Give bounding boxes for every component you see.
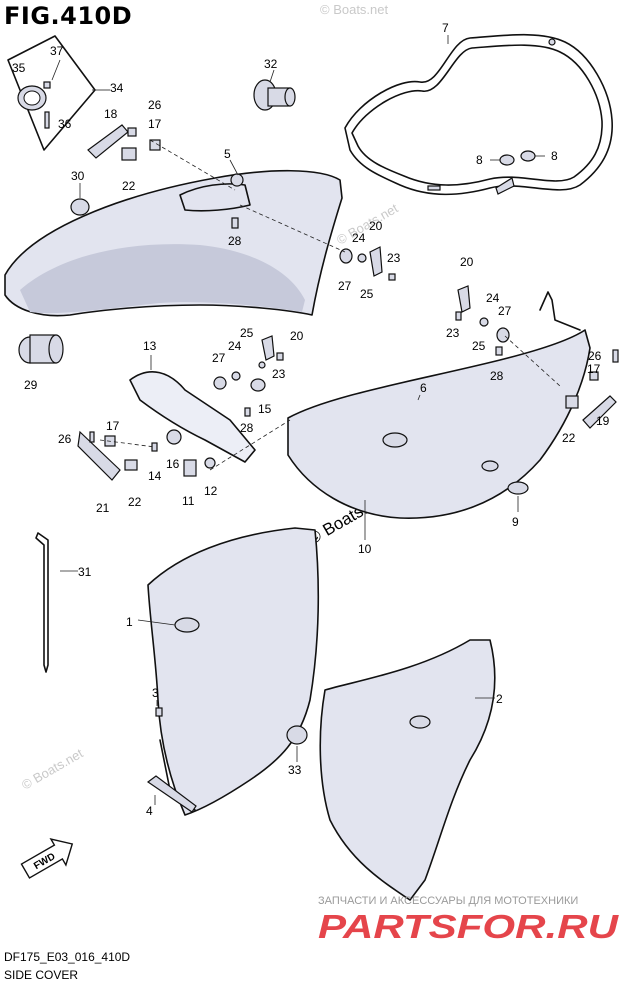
part-number-15: 15	[258, 402, 272, 416]
part-number-19: 19	[596, 414, 610, 428]
part-number-32: 32	[264, 57, 278, 71]
hardware-small-parts	[89, 127, 619, 813]
part-number-8a: 8	[476, 153, 483, 167]
part-number-22a: 22	[122, 179, 136, 193]
part-1-lower-cover-left	[147, 527, 320, 816]
part-number-29: 29	[24, 378, 38, 392]
part-30-plug	[70, 198, 90, 216]
part-number-27c: 27	[212, 351, 226, 365]
part-21-latch	[77, 430, 121, 481]
banner-subtitle: ЗАПЧАСТИ И АКСЕССУАРЫ ДЛЯ МОТОТЕХНИКИ	[318, 895, 578, 907]
forward-arrow-icon: FWD	[20, 837, 74, 879]
part-number-9: 9	[512, 515, 519, 529]
part-number-26b: 26	[58, 432, 72, 446]
part-number-26c: 26	[588, 349, 602, 363]
part-number-23b: 23	[446, 326, 460, 340]
part-36-bolt	[44, 111, 50, 129]
part-8-clip-a	[499, 154, 515, 166]
part-number-labels: 37 35 34 36 32 7 18 26 17 22 30 5 8 8 28…	[12, 21, 610, 818]
part-number-30: 30	[71, 169, 85, 183]
part-5-upper-side-cover	[4, 169, 343, 317]
part-number-25c: 25	[240, 326, 254, 340]
part-number-37: 37	[50, 44, 64, 58]
part-number-14: 14	[148, 469, 162, 483]
leader-lines	[51, 35, 561, 805]
part-number-31: 31	[78, 565, 92, 579]
part-number-17a: 17	[148, 117, 162, 131]
part-number-23c: 23	[272, 367, 286, 381]
part-number-27b: 27	[498, 304, 512, 318]
part-number-27a: 27	[338, 279, 352, 293]
watermark-boats-bottom-left: © Boats.net	[19, 745, 86, 792]
part-number-8b: 8	[551, 149, 558, 163]
part-number-28b: 28	[490, 369, 504, 383]
part-9-plug	[507, 481, 529, 495]
watermark-boats-top: © Boats.net	[320, 2, 389, 17]
part-number-28a: 28	[228, 234, 242, 248]
part-number-17b: 17	[106, 419, 120, 433]
banner-brand: PARTSFOR.RU	[318, 908, 619, 945]
part-number-24b: 24	[486, 291, 500, 305]
part-number-24c: 24	[228, 339, 242, 353]
part-33-grommet	[286, 725, 308, 745]
part-2-lower-cover-right	[319, 639, 496, 901]
part-number-11: 11	[182, 494, 195, 508]
part-number-35: 35	[12, 61, 26, 75]
part-7-seal-ring	[344, 33, 613, 196]
part-number-12: 12	[204, 484, 218, 498]
figure-title: FIG.410D	[4, 2, 133, 30]
part-number-23a: 23	[387, 251, 401, 265]
part-6-lower-side-cover	[287, 291, 591, 519]
part-number-1: 1	[126, 615, 133, 629]
partsfor-banner: ЗАПЧАСТИ И АКСЕССУАРЫ ДЛЯ МОТОТЕХНИКИ PA…	[318, 895, 619, 945]
part-number-25a: 25	[360, 287, 374, 301]
part-37-screw	[43, 81, 51, 89]
part-number-10: 10	[358, 542, 372, 556]
part-number-34: 34	[110, 81, 124, 95]
part-29-grommet	[18, 334, 64, 364]
part-number-20b: 20	[460, 255, 474, 269]
part-number-20c: 20	[290, 329, 304, 343]
part-number-3: 3	[152, 686, 159, 700]
part-number-18: 18	[104, 107, 118, 121]
part-19-latch	[582, 395, 617, 429]
part-number-16: 16	[166, 457, 180, 471]
part-number-2: 2	[496, 692, 503, 706]
part-number-22c: 22	[562, 431, 576, 445]
part-13-bracket	[129, 371, 256, 463]
part-number-33: 33	[288, 763, 302, 777]
section-name: SIDE COVER	[4, 968, 79, 982]
part-number-4: 4	[146, 804, 153, 818]
part-number-24a: 24	[352, 231, 366, 245]
part-number-22b: 22	[128, 495, 142, 509]
part-number-21: 21	[96, 501, 110, 515]
part-number-5: 5	[224, 147, 231, 161]
model-code: DF175_E03_016_410D	[4, 950, 131, 964]
part-number-13: 13	[143, 339, 157, 353]
part-number-36: 36	[58, 117, 72, 131]
part-32-grommet	[253, 79, 296, 111]
part-31-cable-tie	[35, 532, 49, 673]
part-number-7: 7	[442, 21, 449, 35]
watermark-boats-mid: © Boats.net	[334, 200, 401, 247]
part-number-17c: 17	[587, 362, 601, 376]
part-number-26a: 26	[148, 98, 162, 112]
part-number-28c: 28	[240, 421, 254, 435]
part-number-20a: 20	[369, 219, 383, 233]
part-number-25b: 25	[472, 339, 486, 353]
part-number-6: 6	[420, 381, 427, 395]
part-8-clip-b	[520, 150, 536, 162]
